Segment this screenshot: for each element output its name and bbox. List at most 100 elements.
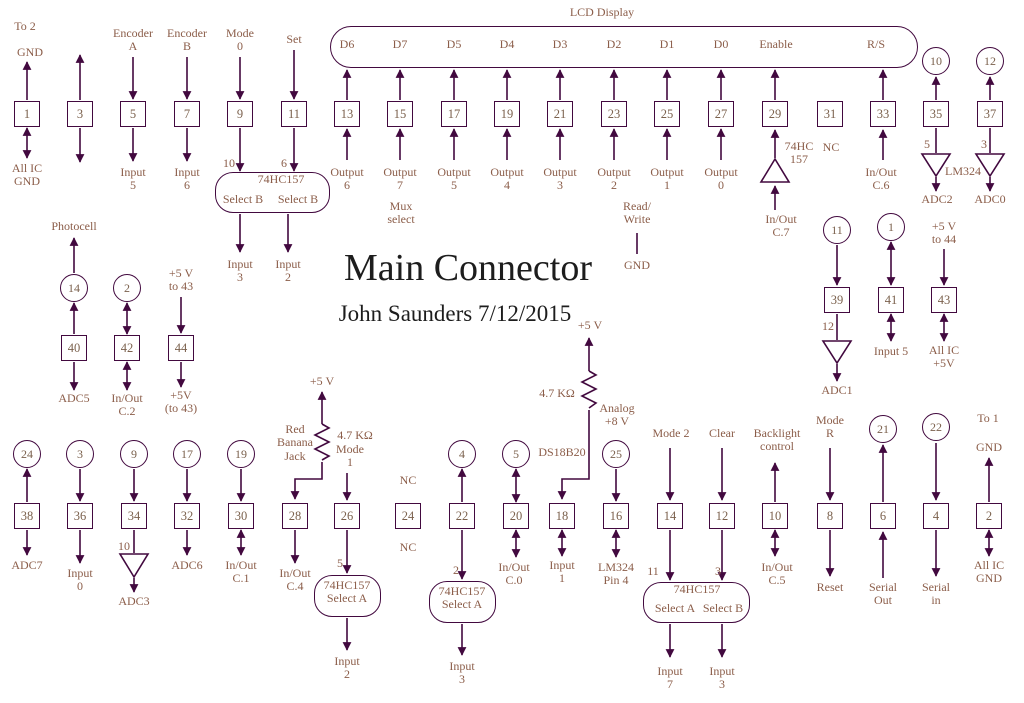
circle-node-14: 14	[60, 274, 88, 302]
label-input-2: Input 2	[334, 654, 360, 682]
pin-box-4: 4	[923, 503, 949, 529]
buffer-triangle-down-pin34	[118, 553, 150, 579]
pin-box-29: 29	[762, 101, 788, 127]
pin-box-11: 11	[281, 101, 307, 127]
label-input-0: Input 0	[67, 566, 93, 594]
label-adc1: ADC1	[821, 383, 853, 397]
pin-box-32: 32	[174, 503, 200, 529]
circle-node-12: 12	[976, 47, 1004, 75]
label-gnd: GND	[17, 45, 43, 59]
pin-box-28: 28	[282, 503, 308, 529]
label-mode-0: Mode 0	[226, 26, 254, 54]
pin-box-15: 15	[387, 101, 413, 127]
circle-node-3: 3	[66, 440, 94, 468]
label-nc: NC	[399, 473, 417, 487]
label-adc2: ADC2	[921, 192, 953, 206]
lcd-pin-d3: D3	[552, 37, 568, 51]
label-input-7: Input 7	[657, 664, 683, 692]
page-title: Main Connector	[343, 247, 593, 289]
lcd-pin-d7: D7	[392, 37, 408, 51]
mux-box-1	[215, 172, 330, 213]
pin-box-16: 16	[603, 503, 629, 529]
pin-box-41: 41	[878, 287, 904, 313]
circle-node-2: 2	[113, 274, 141, 302]
pin-box-13: 13	[334, 101, 360, 127]
label-in-out-c-2: In/Out C.2	[111, 391, 143, 419]
label-input-3: Input 3	[227, 257, 253, 285]
label-nc: NC	[399, 540, 417, 554]
label-all-ic-5v: All IC +5V	[928, 343, 960, 371]
circle-node-19: 19	[227, 440, 255, 468]
lcd-display-box	[330, 26, 918, 68]
circle-node-17: 17	[173, 440, 201, 468]
label-adc3: ADC3	[118, 594, 150, 608]
resistor-right-zigzag	[580, 370, 598, 409]
pin-box-43: 43	[931, 287, 957, 313]
label-output-1: Output 1	[650, 165, 684, 193]
mux-sub-select-b: Select B	[277, 192, 319, 206]
label-backlight-control: Backlight control	[753, 426, 801, 454]
pin-box-8: 8	[817, 503, 843, 529]
pin-box-23: 23	[601, 101, 627, 127]
label-10: 10	[223, 156, 235, 170]
circle-node-9: 9	[120, 440, 148, 468]
pin-box-30: 30	[228, 503, 254, 529]
buffer-triangle-up-pin29	[759, 157, 791, 183]
label-in-out-c-4: In/Out C.4	[279, 566, 311, 594]
label-12: 12	[822, 319, 834, 333]
mux-title-2: 74HC157 Select A	[323, 578, 371, 606]
label-mux-select: Mux select	[387, 199, 415, 227]
label-output-5: Output 5	[437, 165, 471, 193]
buffer-triangle-down-pin35	[920, 153, 952, 178]
label-input-5: Input 5	[873, 344, 909, 358]
pin-box-34: 34	[121, 503, 147, 529]
label-output-6: Output 6	[330, 165, 364, 193]
circle-node-24: 24	[13, 440, 41, 468]
label-3: 3	[715, 564, 721, 578]
label-analog-8-v: Analog +8 V	[599, 401, 635, 429]
pin-box-44: 44	[168, 335, 194, 361]
pin-box-35: 35	[923, 101, 949, 127]
label-serial-in: Serial in	[922, 580, 950, 608]
label-mode-r: Mode R	[816, 413, 844, 441]
lcd-pin-enable: Enable	[759, 37, 793, 51]
label-mode-2: Mode 2	[652, 426, 690, 440]
pin-box-24: 24	[395, 503, 421, 529]
label-encoder-a: Encoder A	[113, 26, 153, 54]
pin-box-10: 10	[762, 503, 788, 529]
mux-sub-select-b: Select B	[702, 601, 744, 615]
lcd-pin-d1: D1	[659, 37, 675, 51]
label-in-out-c-5: In/Out C.5	[761, 560, 793, 588]
label-4-7-k: 4.7 KΩ	[337, 428, 373, 442]
lcd-pin-d4: D4	[499, 37, 515, 51]
buffer-triangle-down-pin37	[974, 153, 1006, 178]
mux-box-4	[643, 582, 750, 623]
label-3: 3	[981, 137, 987, 151]
label-ds18b20: DS18B20	[538, 445, 586, 459]
mux-sub-select-b: Select B	[222, 192, 264, 206]
resistor-left-zigzag	[313, 423, 331, 461]
pin-box-22: 22	[449, 503, 475, 529]
mux-title-4: 74HC157	[673, 582, 721, 596]
label-4-7-k: 4.7 KΩ	[539, 386, 575, 400]
mux-box-3	[429, 581, 496, 623]
pin-box-25: 25	[654, 101, 680, 127]
pin-box-5: 5	[120, 101, 146, 127]
label-2: 2	[453, 563, 459, 577]
lcd-pin-d6: D6	[339, 37, 355, 51]
label-5-v: +5 V	[309, 374, 335, 388]
circle-node-10: 10	[922, 47, 950, 75]
label-5-v: +5 V	[577, 318, 603, 332]
circle-node-5: 5	[502, 440, 530, 468]
label-adc6: ADC6	[171, 558, 203, 572]
lcd-pin-d2: D2	[606, 37, 622, 51]
pin-box-18: 18	[549, 503, 575, 529]
label-in-out-c-1: In/Out C.1	[225, 558, 257, 586]
mux-title-1: 74HC157	[257, 172, 305, 186]
mux-sub-select-a: Select A	[654, 601, 696, 615]
label-in-out-c-7: In/Out C.7	[765, 212, 797, 240]
label-input-5: Input 5	[120, 165, 146, 193]
label-output-3: Output 3	[543, 165, 577, 193]
